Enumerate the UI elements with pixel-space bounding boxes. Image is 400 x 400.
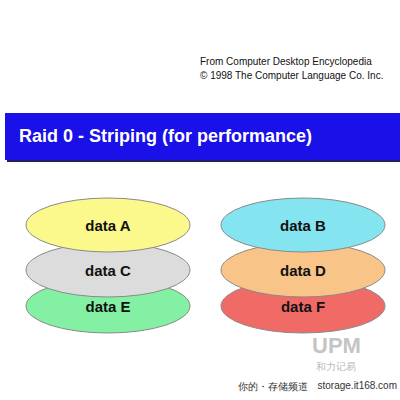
disk-label: data E: [85, 298, 130, 315]
title-band: Raid 0 - Striping (for performance): [5, 113, 400, 160]
copyright-note: © 1998 The Computer Language Co. Inc.: [200, 70, 383, 81]
disk-platter: data A: [25, 197, 191, 253]
disk-ellipse: [26, 243, 190, 297]
disk-label: data A: [85, 217, 130, 234]
disk-ellipse: [221, 198, 385, 252]
disk-label: data B: [280, 217, 326, 234]
disk-ellipse: [26, 279, 190, 333]
disk-label: data D: [280, 262, 326, 279]
disk-ellipse: [221, 279, 385, 333]
watermark-logo: UPM: [312, 333, 361, 359]
title-text: Raid 0 - Striping (for performance): [19, 126, 312, 147]
disk-ellipse: [26, 198, 190, 252]
source-note: From Computer Desktop Encyclopedia: [200, 56, 372, 67]
watermark-url: storage.it168.com: [318, 380, 398, 391]
disk-ellipse: [221, 243, 385, 297]
watermark-text: 你的・存储频道: [238, 380, 308, 394]
disk-label: data F: [281, 298, 325, 315]
disk-platter: data B: [220, 197, 386, 253]
disk-label: data C: [85, 262, 131, 279]
watermark-text: 和力记易: [316, 360, 356, 374]
